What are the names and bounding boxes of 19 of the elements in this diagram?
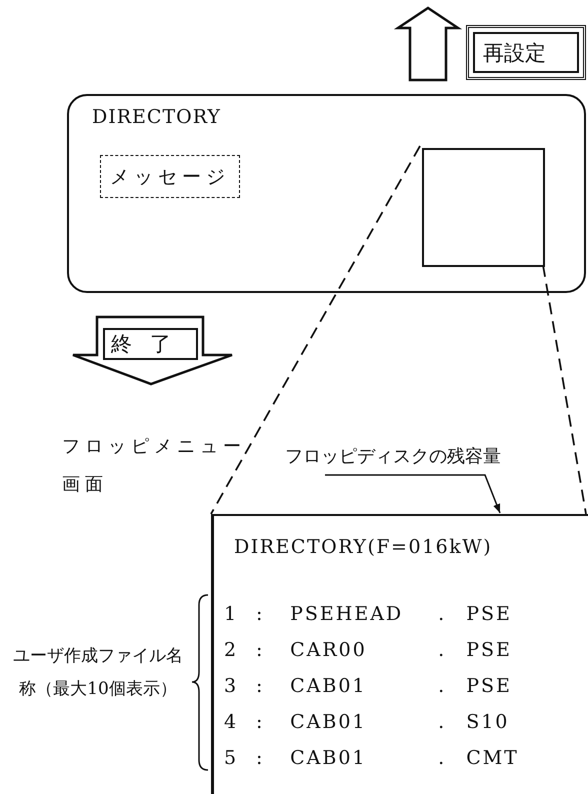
leader-line <box>325 474 501 514</box>
leader-label: フロッピディスクの残容量 <box>285 444 545 472</box>
message-box: メッセージ <box>100 155 240 198</box>
zoom-area-box <box>422 148 545 267</box>
directory-panel <box>211 514 588 794</box>
reset-button: 再設定 <box>466 25 586 80</box>
file-entry: 3 : CAB01 . PSE <box>224 675 513 697</box>
file-entry: 4 : CAB01 . S10 <box>224 711 510 733</box>
file-entry: 2 : CAR00 . PSE <box>224 639 513 661</box>
note-label: ユーザ作成ファイル名称（最大10個表示） <box>12 645 184 701</box>
magnification-line <box>542 264 587 514</box>
magnification-line <box>210 146 421 514</box>
screen-caption: フロッピメニュー画面 <box>62 435 247 497</box>
directory-header: DIRECTORY(F=016kW) <box>234 536 492 558</box>
exit-button: 終了 <box>103 328 198 360</box>
file-entry: 5 : CAB01 . CMT <box>224 747 520 769</box>
file-entry: 1 : PSEHEAD . PSE <box>224 603 513 625</box>
screen-title: DIRECTORY <box>92 106 221 128</box>
screen-frame <box>67 94 586 293</box>
